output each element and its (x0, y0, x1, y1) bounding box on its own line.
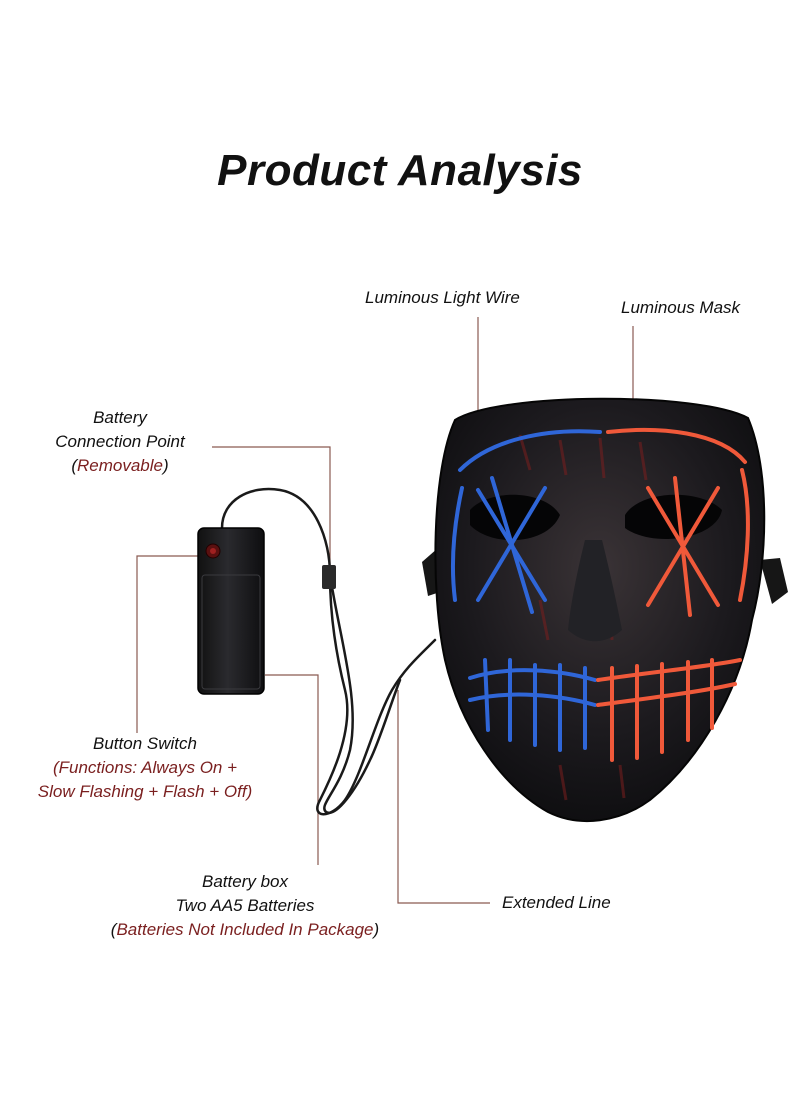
cable-connector (322, 565, 336, 589)
battery-box-line3: (Batteries Not Included In Package) (110, 920, 380, 939)
label-battery-connection: Battery Connection Point (Removable) (20, 406, 220, 478)
page-title: Product Analysis (217, 146, 583, 195)
mask-strap-right (760, 558, 788, 604)
battery-box-line1: Battery box (202, 872, 288, 891)
button-switch-line2: (Functions: Always On + (52, 758, 238, 777)
label-button-switch: Button Switch (Functions: Always On + Sl… (0, 732, 290, 804)
batteries-not-included-note: Batteries Not Included In Package (116, 920, 374, 939)
battery-connection-line1: Battery (93, 408, 147, 427)
mask-eye-right (625, 494, 722, 540)
battery-cable (220, 487, 437, 816)
battery-connection-line3: (Removable) (71, 456, 169, 475)
label-battery-box: Battery box Two AA5 Batteries (Batteries… (70, 870, 420, 942)
label-extended-line: Extended Line (502, 893, 611, 912)
battery-box-line2: Two AA5 Batteries (175, 896, 315, 915)
button-switch-line1: Button Switch (93, 734, 197, 753)
leader-button-switch (136, 555, 200, 733)
mask-nose (568, 540, 622, 642)
button-switch-line3: Slow Flashing + Flash + Off) (37, 782, 253, 801)
label-mask: Luminous Mask (621, 298, 741, 317)
mask-eye-left (470, 494, 560, 541)
label-light-wire: Luminous Light Wire (365, 288, 520, 307)
leader-extended-line (397, 690, 490, 904)
leader-battery-connection (212, 446, 331, 590)
red-light-wire (596, 427, 750, 762)
battery-connection-line2: Connection Point (55, 432, 185, 451)
removable-note: Removable (77, 456, 163, 475)
blue-light-wire (450, 429, 602, 752)
battery-box (197, 527, 265, 695)
